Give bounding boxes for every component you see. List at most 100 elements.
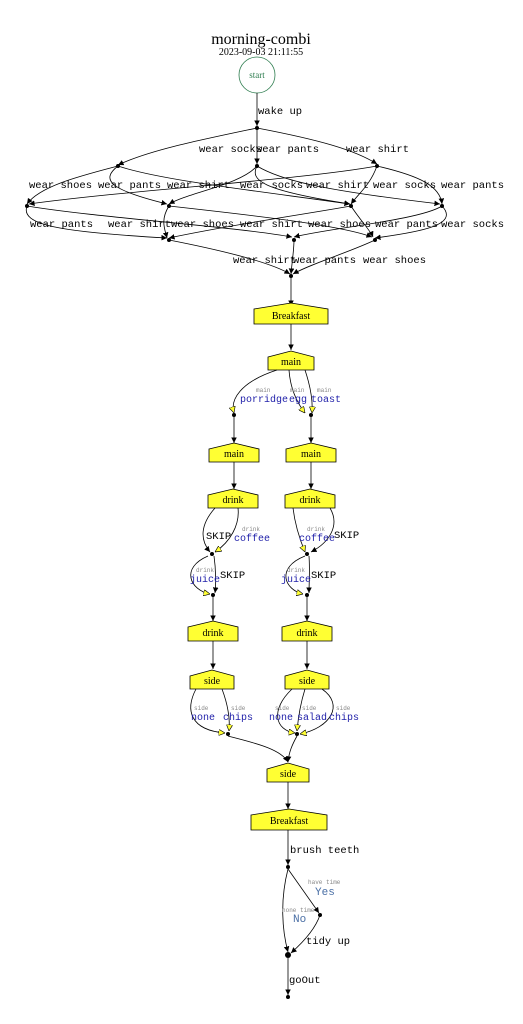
drink-edges-left xyxy=(190,507,239,594)
edge-merge-right xyxy=(285,735,298,763)
breakfast-node-bottom[interactable]: Breakfast xyxy=(250,808,328,831)
svg-text:drink: drink xyxy=(196,567,214,574)
drink-labels-right: drink coffee SKIP drink juice SKIP xyxy=(281,526,359,586)
svg-text:SKIP: SKIP xyxy=(334,530,359,542)
svg-text:SKIP: SKIP xyxy=(220,570,245,582)
svg-text:SKIP: SKIP xyxy=(206,531,231,543)
side-node-right[interactable]: side xyxy=(284,669,330,690)
breakfast-node-top[interactable]: Breakfast xyxy=(253,302,329,325)
drink-node-left[interactable]: drink xyxy=(207,488,259,509)
svg-text:wear pants: wear pants xyxy=(30,219,93,231)
svg-text:Breakfast: Breakfast xyxy=(272,311,311,322)
svg-text:wear shoes: wear shoes xyxy=(171,219,234,231)
svg-text:none: none xyxy=(269,713,293,724)
side-choice-edges xyxy=(190,688,334,734)
svg-text:side: side xyxy=(299,676,316,687)
drink-right-join1 xyxy=(305,552,309,556)
svg-text:wear socks: wear socks xyxy=(199,144,262,156)
dressing-labels: wear socks wear pants wear shirt wear sh… xyxy=(29,144,504,267)
main-choice-edges xyxy=(233,369,312,413)
side-join-right xyxy=(295,732,299,736)
svg-text:coffee: coffee xyxy=(299,533,335,545)
svg-text:wear shirt: wear shirt xyxy=(240,219,303,231)
merge-point xyxy=(285,952,291,958)
start-label: start xyxy=(249,70,265,80)
main-join-left xyxy=(232,413,236,417)
side-node-left[interactable]: side xyxy=(189,669,235,690)
svg-text:side: side xyxy=(194,705,209,712)
svg-text:side: side xyxy=(302,705,317,712)
svg-text:wear shirt: wear shirt xyxy=(306,180,369,192)
side-node-merged[interactable]: side xyxy=(266,762,310,783)
svg-text:drink: drink xyxy=(242,526,260,533)
main-join-right xyxy=(309,413,313,417)
side-join-left xyxy=(226,732,230,736)
svg-text:main: main xyxy=(256,387,271,394)
drink-edges-right xyxy=(285,507,335,594)
svg-text:wear pants: wear pants xyxy=(441,180,504,192)
svg-text:side: side xyxy=(231,705,246,712)
side-choice-labels: side none side chips side none side sala… xyxy=(191,705,359,724)
dressing-waypoints xyxy=(25,164,444,278)
svg-text:wear shoes: wear shoes xyxy=(29,180,92,192)
end-point xyxy=(286,995,290,999)
svg-text:drink: drink xyxy=(307,526,325,533)
svg-text:wear shirt: wear shirt xyxy=(108,219,171,231)
svg-text:wear pants: wear pants xyxy=(98,180,161,192)
svg-text:wear shirt: wear shirt xyxy=(167,180,230,192)
svg-text:drink: drink xyxy=(202,628,223,639)
svg-text:egg: egg xyxy=(289,395,307,406)
svg-text:main: main xyxy=(224,449,244,460)
drink-node-left-2[interactable]: drink xyxy=(187,620,239,642)
svg-text:side: side xyxy=(204,676,221,687)
svg-text:wear shoes: wear shoes xyxy=(308,219,371,231)
svg-text:side: side xyxy=(336,705,351,712)
diagram-timestamp: 2023-09-03 21:11:55 xyxy=(219,47,303,58)
main-choice-labels: main porridge main egg main toast xyxy=(240,387,341,406)
svg-text:wear shoes: wear shoes xyxy=(363,255,426,267)
svg-text:wear pants: wear pants xyxy=(256,144,319,156)
main-node-right[interactable]: main xyxy=(285,442,337,463)
svg-text:No: No xyxy=(293,914,306,926)
svg-text:SKIP: SKIP xyxy=(311,570,336,582)
svg-text:Yes: Yes xyxy=(315,887,335,899)
diagram-title: morning-combi xyxy=(211,31,311,48)
svg-text:tidy up: tidy up xyxy=(306,936,350,948)
svg-text:chips: chips xyxy=(329,712,359,724)
svg-text:Breakfast: Breakfast xyxy=(270,816,309,827)
svg-text:wear socks: wear socks xyxy=(373,180,436,192)
svg-text:wear shirt: wear shirt xyxy=(233,255,296,267)
time-labels: have time Yes none time No tidy up xyxy=(282,879,350,948)
svg-text:chips: chips xyxy=(223,712,253,724)
svg-text:drink: drink xyxy=(222,495,243,506)
svg-text:juice: juice xyxy=(281,574,311,586)
have-time-point xyxy=(318,913,322,917)
svg-text:porridge: porridge xyxy=(240,394,288,406)
main-node-top[interactable]: main xyxy=(267,350,315,371)
svg-text:juice: juice xyxy=(190,574,220,586)
teeth-point xyxy=(286,865,290,869)
edge-merge-left xyxy=(227,735,289,763)
svg-text:salad: salad xyxy=(297,712,327,724)
drink-left-join1 xyxy=(210,552,214,556)
drink-node-right[interactable]: drink xyxy=(284,488,336,509)
svg-text:coffee: coffee xyxy=(234,533,270,545)
svg-text:wear pants: wear pants xyxy=(375,219,438,231)
svg-text:none time: none time xyxy=(282,907,315,914)
svg-text:wear pants: wear pants xyxy=(293,255,356,267)
svg-text:main: main xyxy=(301,449,321,460)
svg-text:wear socks: wear socks xyxy=(240,180,303,192)
time-choice-edges xyxy=(282,868,321,954)
edge-label-wake-up: wake up xyxy=(258,106,302,118)
main-node-left[interactable]: main xyxy=(208,442,260,463)
drink-labels-left: SKIP drink coffee drink juice SKIP xyxy=(190,526,270,586)
svg-text:side: side xyxy=(275,705,290,712)
edge-label-go-out: goOut xyxy=(289,975,321,987)
drink-node-right-2[interactable]: drink xyxy=(281,620,333,642)
svg-text:none: none xyxy=(191,713,215,724)
svg-text:side: side xyxy=(280,769,297,780)
svg-text:main: main xyxy=(290,387,305,394)
svg-text:drink: drink xyxy=(287,567,305,574)
svg-text:drink: drink xyxy=(299,495,320,506)
